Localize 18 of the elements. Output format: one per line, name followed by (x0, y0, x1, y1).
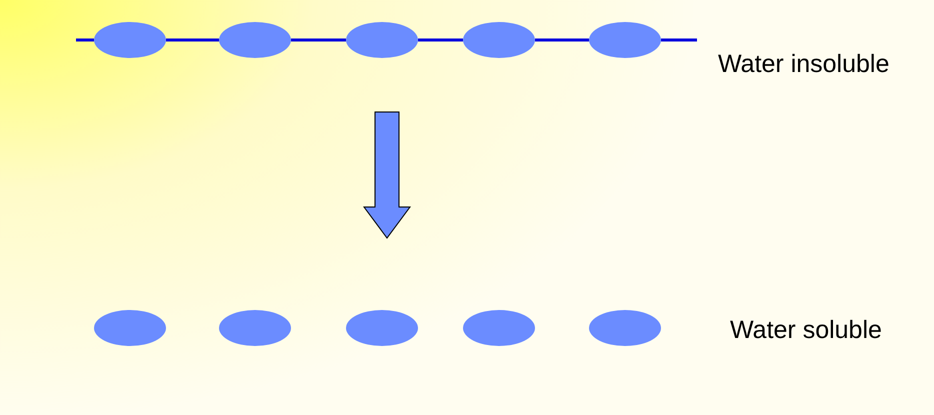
ellipse-shape (94, 310, 166, 346)
ellipse-shape (589, 22, 661, 58)
connecting-line (535, 38, 589, 42)
connecting-line (661, 38, 697, 42)
ellipse-shape (346, 22, 418, 58)
ellipse-shape (219, 310, 291, 346)
ellipse-shape (219, 22, 291, 58)
row-label: Water insoluble (718, 50, 890, 79)
ellipse-shape (94, 22, 166, 58)
ellipse-shape (463, 22, 535, 58)
connecting-line (76, 38, 94, 42)
ellipse-shape (463, 310, 535, 346)
ellipse-shape (589, 310, 661, 346)
row-label: Water soluble (730, 316, 882, 345)
connecting-line (291, 38, 346, 42)
connecting-line (418, 38, 463, 42)
ellipse-shape (346, 310, 418, 346)
connecting-line (166, 38, 219, 42)
